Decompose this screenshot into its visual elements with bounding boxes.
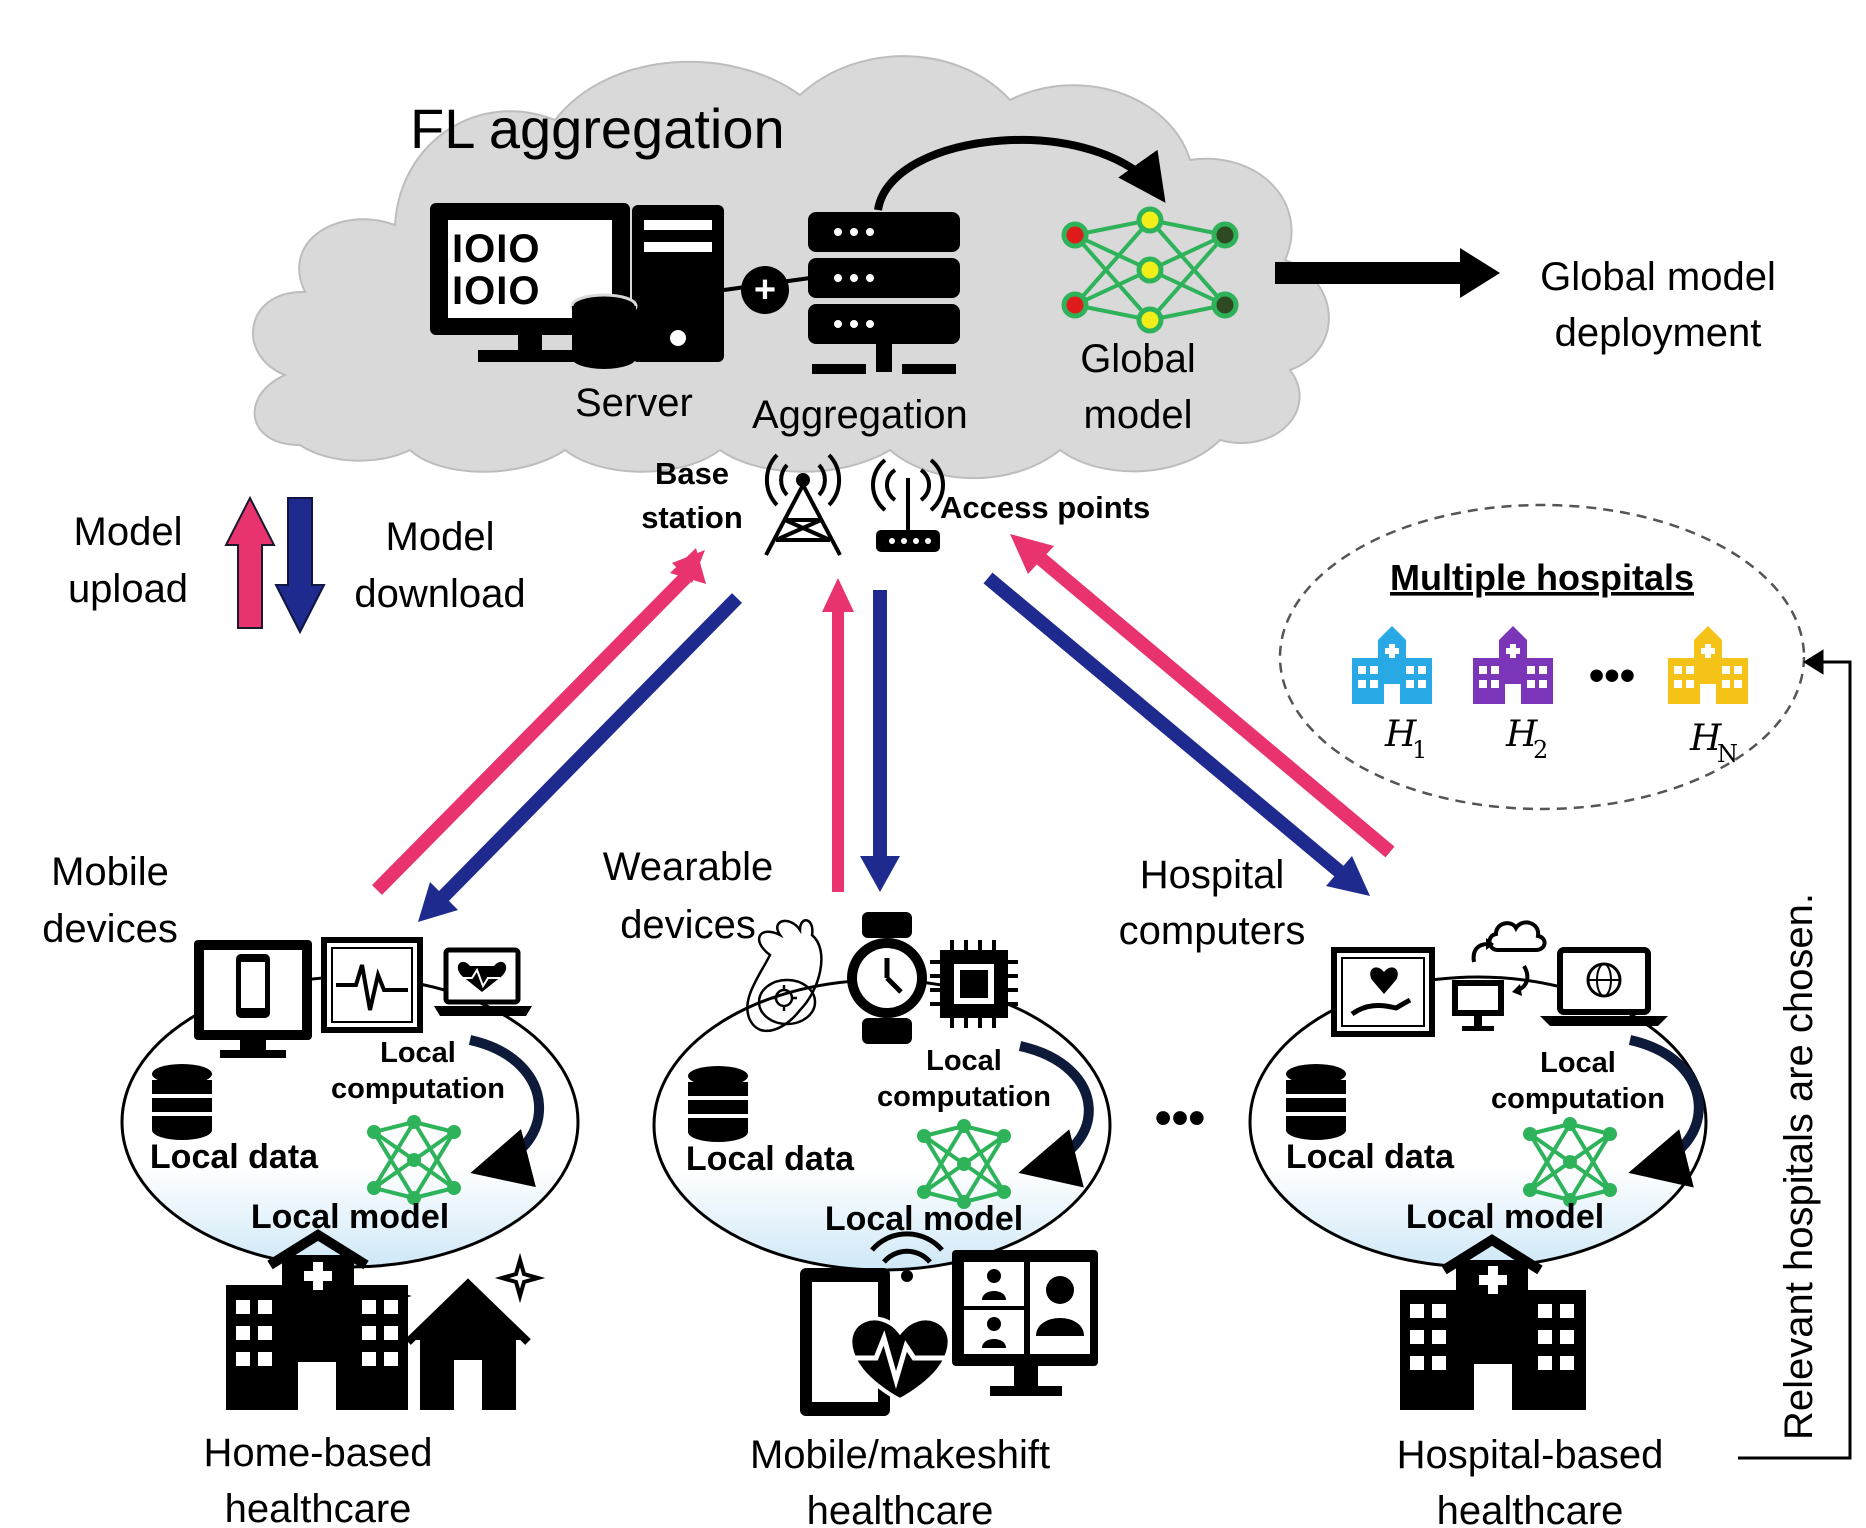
monitor-ecg-icon [321, 937, 423, 1033]
legend-download-label-1: Model [386, 515, 495, 559]
cluster-2-computation-label-2: computation [877, 1081, 1051, 1113]
global-model-network-icon [1061, 206, 1239, 334]
hospital-h2-subscript: 2 [1533, 736, 1548, 764]
cluster-3-devices-label-2: computers [1119, 909, 1306, 953]
aggregation-rack-icon [808, 212, 960, 374]
access-points-label: Access points [940, 490, 1150, 525]
cloud-title: FL aggregation [410, 97, 785, 160]
access-point-router-icon [871, 458, 945, 552]
plus-sign: + [754, 269, 776, 311]
cluster-3-computation-label-1: Local [1540, 1047, 1616, 1079]
cluster-1-computation-label-2: computation [331, 1073, 505, 1105]
desktop-phone-icon [194, 940, 312, 1058]
cluster-2-computation-arrow [1018, 1041, 1094, 1188]
telehealth-icon [800, 1231, 1098, 1416]
hospital-h2-symbol: H [1505, 714, 1538, 755]
home-hospital-building-icon [226, 1229, 546, 1410]
server-label: Server [575, 381, 693, 425]
deployment-label-1: Global model [1540, 255, 1776, 299]
cluster-1-devices-label-1: Mobile [51, 850, 169, 894]
cluster-1-setting-label-2: healthcare [225, 1487, 412, 1528]
hospital-icon-h1 [1352, 626, 1432, 704]
server-bits-row-2: IOIO [452, 269, 540, 313]
legend-upload-arrow [224, 495, 276, 629]
laptop-globe-icon [1540, 947, 1668, 1026]
laptop-heart-icon [434, 947, 532, 1016]
hospital-h1-symbol: H [1384, 714, 1417, 755]
cluster-1-local-data-label: Local data [150, 1138, 319, 1176]
cluster-2-database-icon [688, 1066, 748, 1142]
deployment-arrow [1275, 248, 1500, 298]
hospital-building-icon [1400, 1234, 1586, 1410]
hospitals-title: Multiple hospitals [1390, 557, 1694, 598]
hospital-icon-hn [1668, 626, 1748, 704]
chip-icon [930, 940, 1018, 1028]
hospital-hn-subscript: N [1717, 740, 1738, 768]
selection-feedback-arrow [1738, 649, 1852, 1460]
global-model-label-1: Global [1080, 337, 1196, 381]
cluster-1-setting-label-1: Home-based [203, 1431, 432, 1475]
cluster-2-devices-label-2: devices [620, 903, 756, 947]
base-station-label-2: station [641, 500, 743, 535]
care-tablet-icon [1331, 947, 1435, 1037]
database-icon [570, 293, 638, 369]
global-model-label-2: model [1084, 393, 1193, 437]
legend-download-arrow [274, 497, 326, 635]
cluster-1-local-model-label: Local model [251, 1198, 449, 1236]
plus-icon [741, 266, 789, 314]
cluster-3-database-icon [1286, 1064, 1346, 1140]
hospitals-ellipsis: ••• [1589, 651, 1635, 700]
cluster-2-local-model-label: Local model [825, 1200, 1023, 1238]
cluster-2-setting-label-1: Mobile/makeshift [750, 1433, 1050, 1477]
hospital-h1-subscript: 1 [1412, 736, 1427, 764]
sync-cloud-icon [1452, 920, 1547, 1031]
legend-upload-label-1: Model [74, 510, 183, 554]
legend-download-label-2: download [354, 572, 525, 616]
cluster-2-computation-label-1: Local [926, 1045, 1002, 1077]
cluster-2-devices-label-1: Wearable [603, 845, 773, 889]
legend-upload-label-2: upload [68, 567, 188, 611]
cluster-1-computation-arrow [468, 1035, 545, 1188]
hospital-hn-symbol: H [1689, 718, 1722, 759]
hospital-icon-h2 [1473, 626, 1553, 704]
cluster-3-computation-arrow [1628, 1035, 1704, 1188]
server-bits-row-1: IOIO [452, 227, 540, 271]
base-station-label-1: Base [655, 456, 729, 491]
base-station-tower-icon [764, 453, 842, 556]
cluster-3-local-data-label: Local data [1286, 1138, 1455, 1176]
cluster-3-devices-label-1: Hospital [1140, 853, 1285, 897]
side-note: Relevant hospitals are chosen. [1777, 893, 1821, 1440]
cluster-3-setting-label-2: healthcare [1437, 1489, 1624, 1528]
cluster-1-database-icon [152, 1064, 212, 1140]
aggregation-label: Aggregation [752, 393, 968, 437]
cluster-2-local-data-label: Local data [686, 1140, 855, 1178]
upload-download-arrows [372, 534, 1395, 922]
smartwatch-icon [847, 912, 927, 1044]
hospitals-group-outline [1278, 503, 1806, 811]
skin-patch-sensor-icon [746, 919, 823, 1032]
deployment-label-2: deployment [1555, 311, 1762, 355]
cluster-ellipsis: ••• [1155, 1092, 1205, 1145]
cloud-background [251, 55, 1330, 480]
cluster-3-setting-label-1: Hospital-based [1397, 1433, 1664, 1477]
aggregate-to-global-arrow [874, 135, 1166, 211]
cluster-1-computation-label-1: Local [380, 1037, 456, 1069]
cluster-2-setting-label-2: healthcare [807, 1489, 994, 1528]
cluster-1-devices-label-2: devices [42, 907, 178, 951]
cluster-3-computation-label-2: computation [1491, 1083, 1665, 1115]
cluster-3-local-model-label: Local model [1406, 1198, 1604, 1236]
